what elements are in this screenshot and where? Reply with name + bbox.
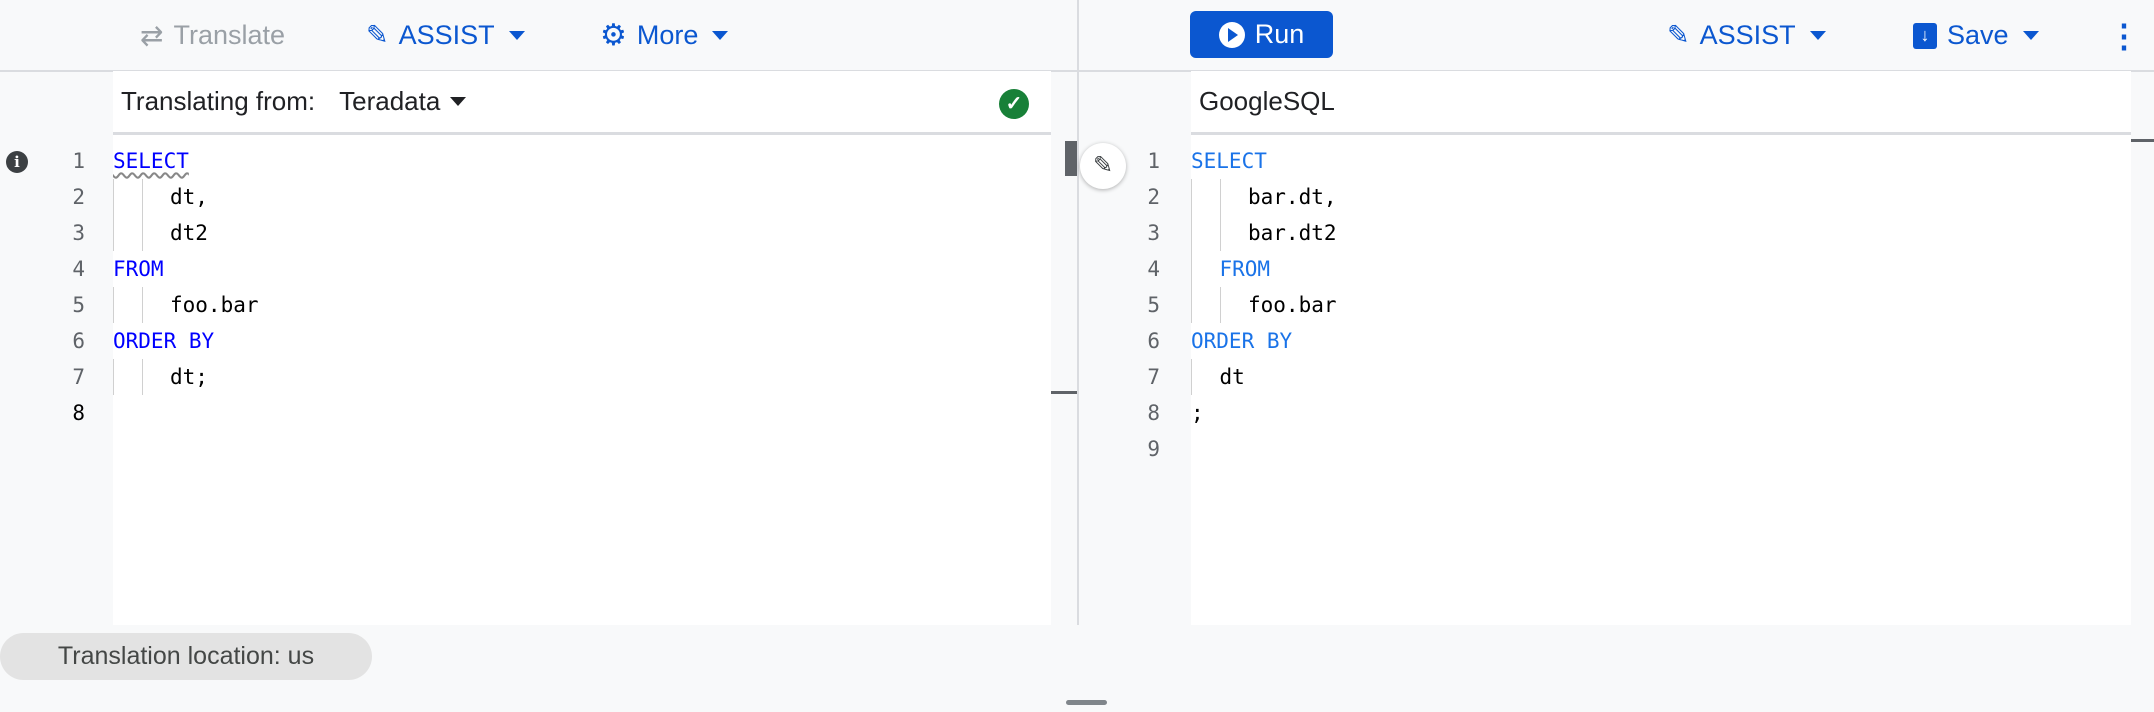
code-line: ORDER BY — [1191, 329, 1293, 353]
more-menu[interactable]: ⚙ More — [600, 0, 729, 71]
indent-guide — [1191, 251, 1192, 287]
indent-guide — [113, 179, 114, 215]
line-number: 4 — [72, 257, 85, 281]
line-number: 5 — [72, 293, 85, 317]
indent-guide — [141, 215, 143, 251]
chevron-down-icon — [1809, 31, 1826, 40]
indent-guide — [141, 287, 143, 323]
source-scrollbar[interactable] — [1051, 135, 1077, 625]
indent-guide — [1191, 359, 1192, 395]
code-line: FROM — [1219, 257, 1271, 281]
indent-guide — [1219, 215, 1221, 251]
line-number: 1 — [1147, 149, 1160, 173]
target-dialect-header: GoogleSQL — [1191, 71, 2131, 135]
resize-handle[interactable] — [1066, 700, 1107, 705]
save-download-icon: ↓ — [1913, 22, 1937, 49]
code-line: foo.bar — [1248, 293, 1337, 317]
code-line: dt2 — [170, 221, 208, 245]
assist-menu-left[interactable]: ✎ ASSIST — [366, 0, 525, 71]
indent-guide — [1191, 215, 1192, 251]
line-number: 2 — [72, 185, 85, 209]
chevron-down-icon — [508, 31, 525, 40]
chevron-down-icon — [712, 31, 729, 40]
target-editor[interactable] — [1191, 135, 2131, 625]
code-line: FROM — [113, 257, 164, 281]
line-number: 5 — [1147, 293, 1160, 317]
code-line: dt, — [170, 185, 208, 209]
assist-pen-icon[interactable]: ✎ — [1080, 143, 1126, 189]
check-circle-icon: ✓ — [999, 89, 1029, 119]
magic-pen-icon: ✎ — [1667, 20, 1690, 50]
pane-divider[interactable] — [1077, 0, 1079, 625]
assist-menu-right[interactable]: ✎ ASSIST — [1667, 0, 1826, 71]
source-dialect-header: Translating from: Teradata ✓ — [113, 71, 1051, 135]
line-number: 9 — [1147, 437, 1160, 461]
dropdown-arrow-icon — [450, 97, 467, 106]
code-line: dt — [1219, 365, 1245, 389]
code-line: bar.dt2 — [1248, 221, 1337, 245]
line-number: 8 — [72, 401, 85, 425]
code-line: ; — [1191, 401, 1204, 425]
code-line: SELECT — [113, 149, 189, 173]
indent-guide — [141, 179, 143, 215]
indent-guide — [1219, 179, 1221, 215]
indent-guide — [113, 287, 114, 323]
source-dialect-select[interactable]: Teradata — [339, 86, 467, 117]
line-number: 3 — [1147, 221, 1160, 245]
line-number: 7 — [72, 365, 85, 389]
swap-arrows-icon: ⇄ — [140, 20, 164, 51]
kebab-menu-icon[interactable]: ⋮ — [2108, 17, 2140, 54]
indent-guide — [113, 359, 114, 395]
source-editor[interactable] — [113, 135, 1051, 625]
line-number: 2 — [1147, 185, 1160, 209]
magic-pen-icon: ✎ — [366, 20, 389, 50]
line-number: 1 — [72, 149, 85, 173]
line-number: 7 — [1147, 365, 1160, 389]
indent-guide — [1219, 287, 1221, 323]
code-line: bar.dt, — [1248, 185, 1337, 209]
run-button[interactable]: Run — [1190, 11, 1333, 58]
code-line: foo.bar — [170, 293, 259, 317]
gear-icon: ⚙ — [600, 19, 627, 52]
save-menu[interactable]: ↓ Save — [1913, 0, 2039, 71]
indent-guide — [141, 359, 143, 395]
indent-guide — [1191, 179, 1192, 215]
indent-guide — [1191, 287, 1192, 323]
target-scrollbar[interactable] — [2131, 135, 2154, 625]
line-number: 6 — [1147, 329, 1160, 353]
code-line: ORDER BY — [113, 329, 215, 353]
line-number: 6 — [72, 329, 85, 353]
indent-guide — [113, 215, 114, 251]
line-number: 4 — [1147, 257, 1160, 281]
line-number: 8 — [1147, 401, 1160, 425]
chevron-down-icon — [2022, 31, 2039, 40]
translation-location-chip[interactable]: Translation location: us — [0, 633, 372, 680]
info-icon[interactable]: i — [6, 151, 28, 173]
code-line: dt; — [170, 365, 208, 389]
line-number: 3 — [72, 221, 85, 245]
translate-button[interactable]: ⇄ Translate — [140, 20, 286, 51]
play-circle-icon — [1218, 21, 1245, 48]
code-line: SELECT — [1191, 149, 1267, 173]
